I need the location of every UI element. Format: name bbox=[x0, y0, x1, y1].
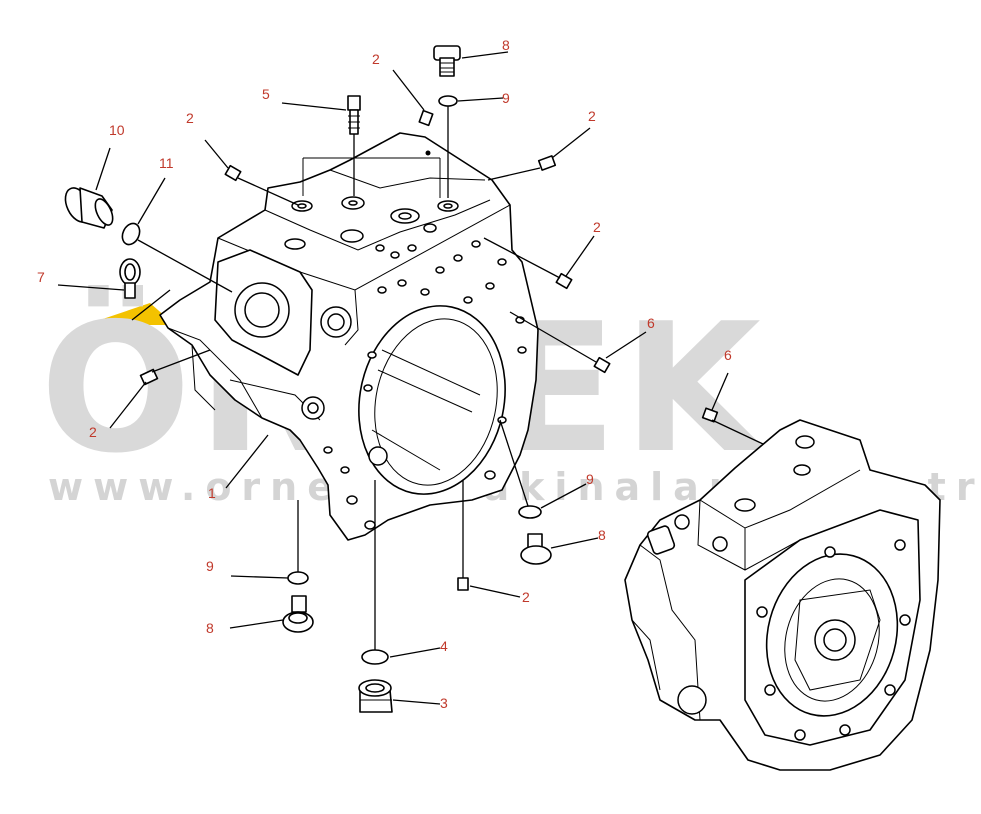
callout-6-far: 6 bbox=[724, 347, 732, 363]
callout-11: 11 bbox=[159, 155, 174, 171]
oring-9-top bbox=[438, 95, 458, 107]
callout-labels: 8 9 2 5 2 2 2 6 6 10 11 7 2 1 9 8 4 3 9 … bbox=[37, 37, 732, 711]
watermark-accent bbox=[85, 303, 175, 325]
assembled-lower-housing bbox=[631, 544, 701, 721]
callout-4: 4 bbox=[440, 638, 448, 654]
callout-2-right: 2 bbox=[588, 108, 596, 124]
guide-2-right bbox=[487, 167, 541, 181]
pump-assembled bbox=[624, 419, 941, 771]
plug-8-left bbox=[282, 595, 314, 633]
guide-2-left bbox=[237, 177, 299, 206]
pump-case-upper-block bbox=[264, 169, 491, 251]
plug-2-top bbox=[418, 109, 434, 127]
assembled-valve-plate bbox=[784, 578, 880, 702]
bore-internal-rib bbox=[371, 349, 481, 471]
left-port-inner bbox=[244, 292, 280, 328]
oring-4 bbox=[361, 649, 389, 665]
callout-6-right: 6 bbox=[647, 315, 655, 331]
callout-9-left: 9 bbox=[206, 558, 214, 574]
side-port-inner bbox=[327, 313, 345, 331]
side-fitting-port bbox=[674, 514, 690, 530]
guide-6-right bbox=[509, 311, 597, 363]
callout-2-lowleft: 2 bbox=[89, 424, 97, 440]
plug-6-far bbox=[701, 407, 719, 423]
top-pin bbox=[425, 150, 431, 156]
assembled-top-port-2 bbox=[793, 464, 811, 476]
small-parts bbox=[64, 45, 781, 713]
callout-3: 3 bbox=[440, 695, 448, 711]
callout-8-right: 8 bbox=[598, 527, 606, 543]
top-dashed-guides bbox=[302, 157, 441, 198]
assembled-top-block bbox=[697, 469, 861, 571]
callout-10: 10 bbox=[109, 122, 125, 138]
plug-2-lowleft bbox=[139, 368, 159, 386]
callout-2-left: 2 bbox=[186, 110, 194, 126]
side-fitting bbox=[646, 525, 676, 555]
callout-leaders bbox=[57, 51, 729, 705]
plug-3 bbox=[358, 679, 393, 713]
callout-2-mid: 2 bbox=[593, 219, 601, 235]
top-face-ports bbox=[284, 196, 459, 250]
assembled-bolts bbox=[756, 539, 911, 741]
plug-8-right bbox=[520, 533, 552, 565]
lower-port-inner bbox=[307, 402, 319, 414]
plug-2-left bbox=[224, 164, 242, 182]
plug-8-top bbox=[433, 45, 461, 77]
callout-9-right: 9 bbox=[586, 471, 594, 487]
plug-6-right bbox=[593, 356, 611, 374]
oring-11 bbox=[121, 222, 141, 246]
plug-2-bottom bbox=[457, 577, 469, 591]
callout-2-bottom: 2 bbox=[522, 589, 530, 605]
main-bore-inner bbox=[374, 318, 498, 486]
assembled-plate-ports bbox=[794, 589, 881, 691]
plug-2-right bbox=[537, 155, 557, 171]
bore-bottom-port bbox=[368, 446, 388, 466]
assembled-top-port-3 bbox=[795, 435, 815, 449]
callout-8-left: 8 bbox=[206, 620, 214, 636]
cap-10 bbox=[64, 187, 114, 229]
callout-8-top: 8 bbox=[502, 37, 510, 53]
guide-2-lowleft bbox=[151, 349, 211, 373]
callout-7: 7 bbox=[37, 269, 45, 285]
assembled-top-port bbox=[734, 498, 756, 512]
guide-7 bbox=[131, 289, 171, 321]
guide-2-mid bbox=[483, 237, 561, 279]
assembled-lower-port bbox=[677, 685, 707, 715]
stud-5 bbox=[347, 95, 361, 135]
oring-9-left bbox=[287, 571, 309, 585]
assembled-shaft-inner bbox=[823, 628, 847, 652]
oring-9-right bbox=[518, 505, 542, 519]
side-fitting-port-2 bbox=[712, 536, 728, 552]
callout-5: 5 bbox=[262, 86, 270, 102]
callout-9-top: 9 bbox=[502, 90, 510, 106]
eyebolt-7 bbox=[119, 258, 141, 299]
main-bore-outer bbox=[358, 305, 506, 495]
guide-11 bbox=[137, 239, 233, 293]
callout-2-top: 2 bbox=[372, 51, 380, 67]
guide-9-right bbox=[499, 419, 529, 507]
callout-1: 1 bbox=[208, 485, 216, 501]
